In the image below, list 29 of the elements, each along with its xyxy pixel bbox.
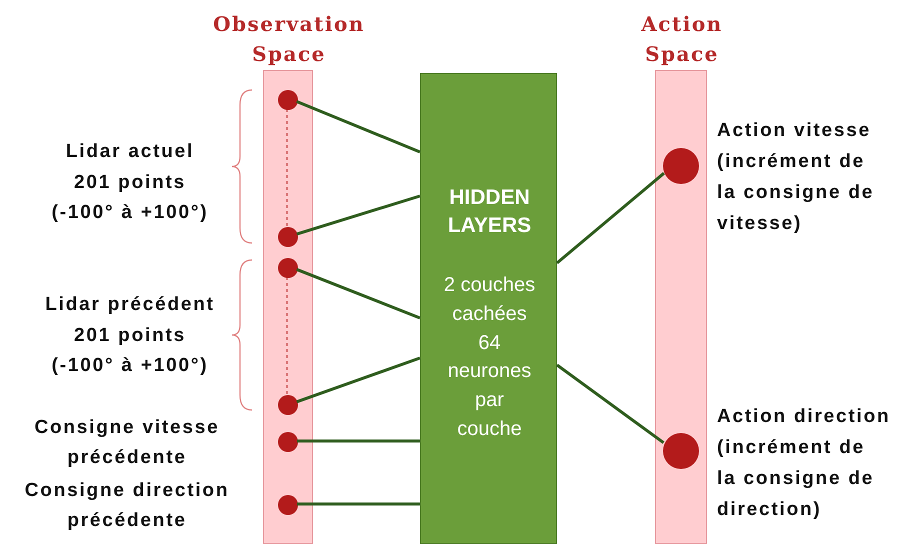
input-description: Action vitesse (incrément de la consigne de vitesse) xyxy=(717,119,876,236)
connection-line xyxy=(296,194,420,236)
layer-description: 2 couches cachées 64 neurones par couche xyxy=(442,273,536,442)
neuron-dot xyxy=(663,433,699,469)
neuron-dot xyxy=(278,495,298,515)
neuron-dot xyxy=(663,148,699,184)
connection-line xyxy=(286,276,288,394)
lidar-description: Lidar précédent 201 points (-100° à +100°) xyxy=(44,293,216,378)
connection-line xyxy=(286,108,288,226)
lidar-description: Lidar actuel 201 points (-100° à +100°) xyxy=(50,140,210,225)
connection-line xyxy=(296,356,420,404)
layer-title: HIDDEN LAYERS xyxy=(446,185,532,239)
connection-line xyxy=(556,172,665,264)
neuron-dot xyxy=(278,227,298,247)
connection-line xyxy=(297,502,420,506)
connection-line xyxy=(296,268,421,320)
neuron-dot xyxy=(278,90,298,110)
neuron-dot xyxy=(278,395,298,415)
connection-line xyxy=(297,440,420,442)
connection-line xyxy=(296,100,421,154)
space-title: Action Space xyxy=(640,11,724,68)
input-description: Action direction (incrément de la consigne de direction) xyxy=(717,405,892,522)
neuron-dot xyxy=(278,432,298,452)
input-description: Consigne vitesse précédente xyxy=(33,416,221,470)
hidden-layers-box xyxy=(420,73,557,544)
input-description: Consigne direction précédente xyxy=(24,479,230,533)
neuron-dot xyxy=(278,258,298,278)
space-title: Observation Space xyxy=(212,11,366,68)
connection-line xyxy=(556,364,664,444)
